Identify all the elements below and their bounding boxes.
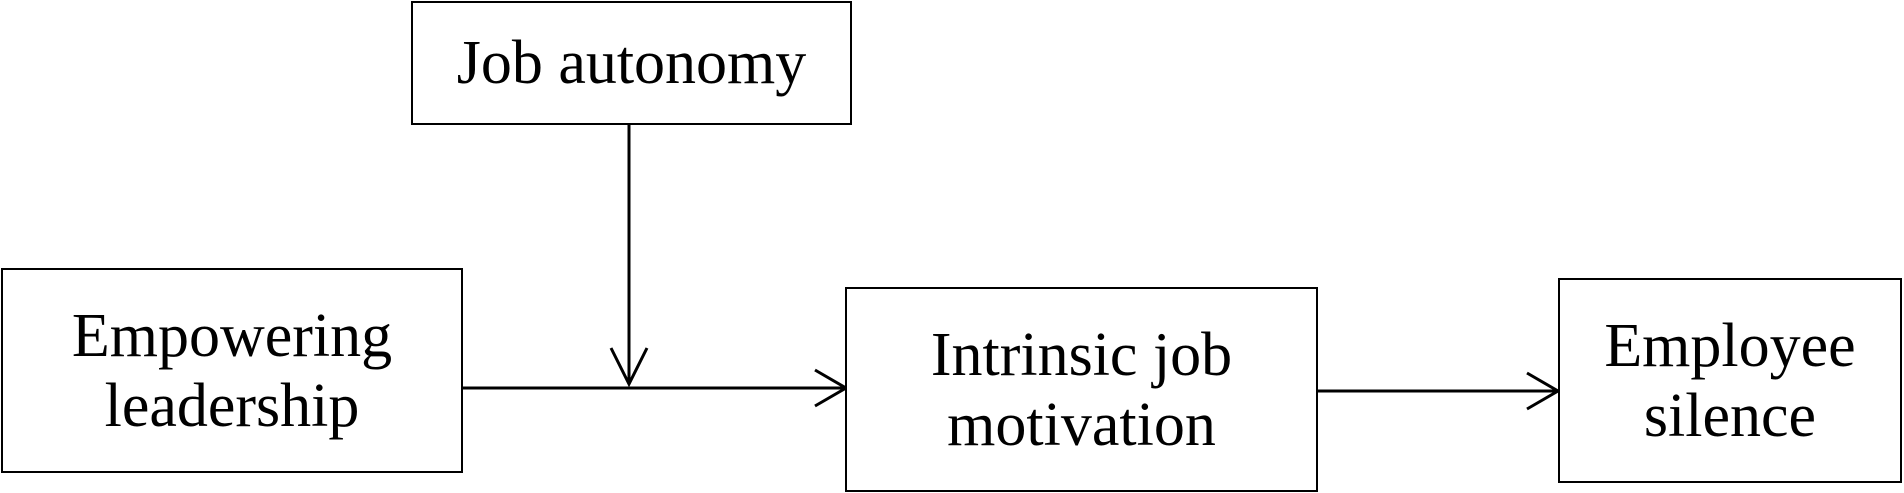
node-empowering-leadership-label-1: Empowering <box>71 301 393 370</box>
node-intrinsic-job-motivation: Intrinsic job motivation <box>845 287 1318 492</box>
node-empowering-leadership-label-2: leadership <box>104 371 360 440</box>
node-intrinsic-job-motivation-label-2: motivation <box>947 390 1216 459</box>
arrowhead-autonomy-to-path <box>609 347 649 388</box>
node-employee-silence: Employee silence <box>1558 278 1902 483</box>
node-employee-silence-label-2: silence <box>1643 381 1817 450</box>
node-empowering-leadership: Empowering leadership <box>1 268 463 473</box>
node-job-autonomy-label: Job autonomy <box>456 29 807 97</box>
node-job-autonomy: Job autonomy <box>411 1 852 125</box>
node-intrinsic-job-motivation-label-1: Intrinsic job <box>930 320 1233 389</box>
node-employee-silence-label-1: Employee <box>1604 311 1856 380</box>
